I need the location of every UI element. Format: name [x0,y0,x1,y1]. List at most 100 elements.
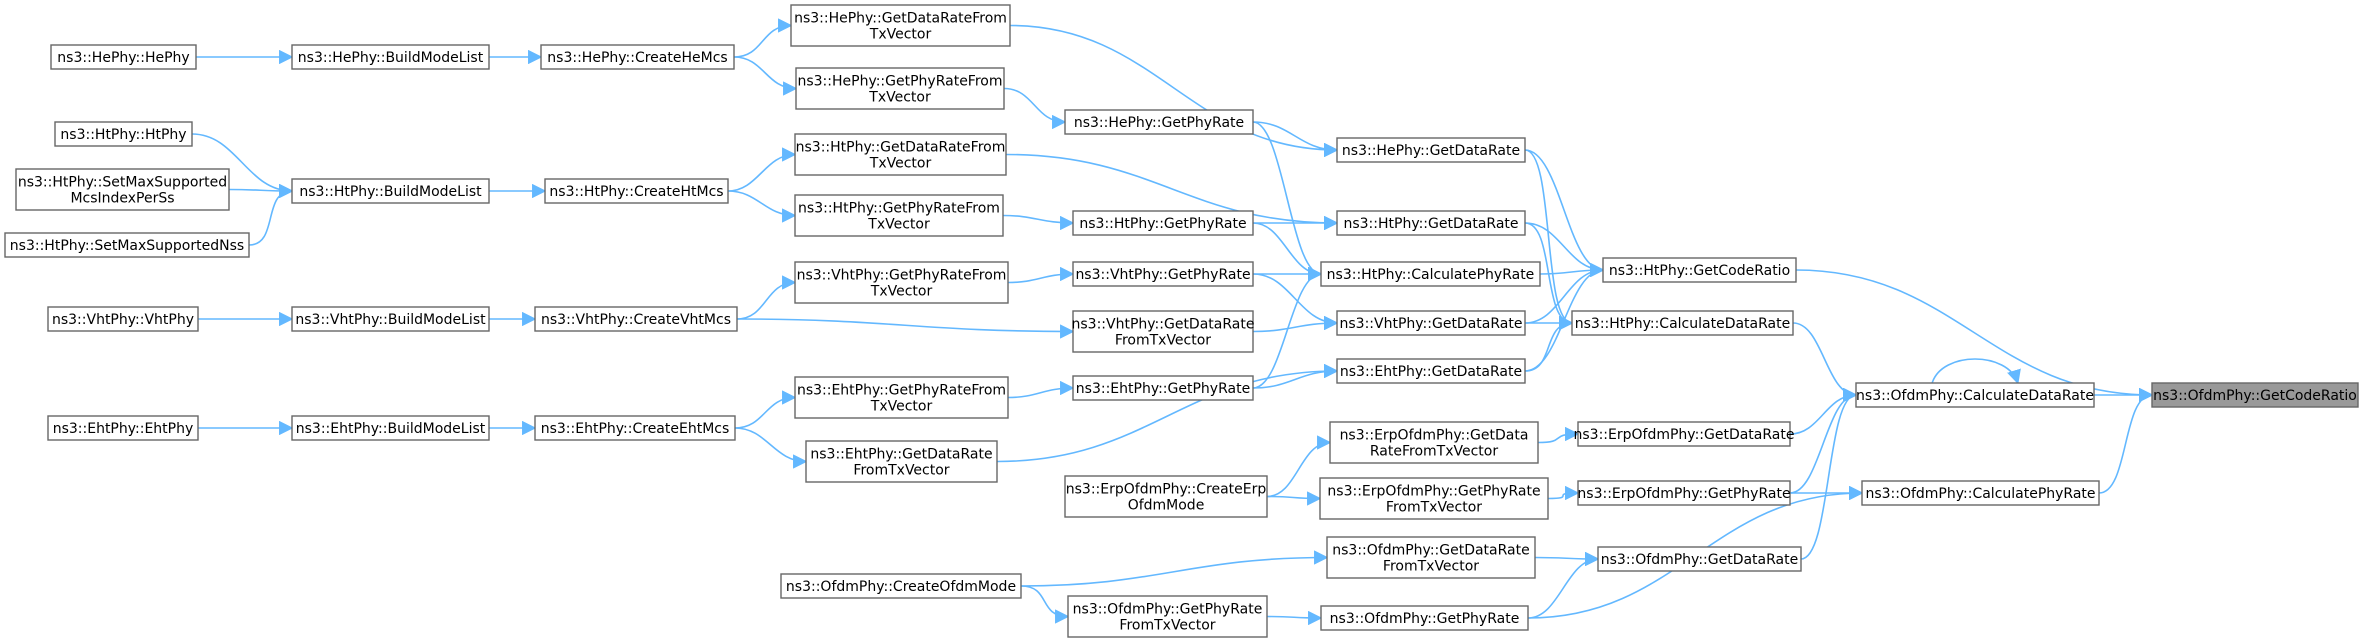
node-box [50,44,197,70]
node-ht-getphyrate[interactable]: ns3::HtPhy::GetPhyRate [1072,210,1254,236]
node-he-createhemcs[interactable]: ns3::HePhy::CreateHeMcs [540,44,735,70]
node-label: ns3::VhtPhy::CreateVhtMcs [541,312,731,328]
node-label: ns3::OfdmPhy::GetPhyRate [1330,611,1520,627]
edge-ofdm_calcphyrate-to-ofdm_getcoderatio [2098,387,2154,494]
node-label: ns3::HePhy::BuildModeList [298,50,484,66]
node-label: ns3::HePhy::GetDataRate [1342,143,1520,159]
edge-erp_createerpofdmmode-to-erp_getphyratefromtxvector [1266,491,1322,506]
node-box [1320,605,1529,631]
edge-ofdm_getdatarate-to-ofdm_calcdatarate [1800,387,1858,560]
edge-he_getdataratefromtxvector-to-he_getdatarate [1009,24,1339,158]
edge-eht_getdataratefromtxvector-to-eht_getdatarate [996,363,1339,463]
node-vht-buildmodelist[interactable]: ns3::VhtPhy::BuildModeList [291,306,490,332]
edge-ofdm_createofdmmode-to-ofdm_getphyratefromtxvector [1020,585,1070,624]
edge-ofdm_getphyrate-to-ofdm_getdatarate [1527,551,1600,619]
node-box [1072,310,1254,353]
node-label: ns3::VhtPhy::GetDataRate [1072,317,1255,333]
node-label: ns3::EhtPhy::EhtPhy [53,421,194,437]
node-label: ns3::OfdmPhy::GetPhyRate [1073,602,1263,618]
node-ofdm-getcoderatio[interactable]: ns3::OfdmPhy::GetCodeRatio [2151,382,2359,408]
node-eht-ehtphy[interactable]: ns3::EhtPhy::EhtPhy [47,415,199,441]
edge-ofdm_createofdmmode-to-ofdm_getdataratefromtxvector [1020,550,1329,587]
edge-ofdm_getdataratefromtxvector-to-ofdm_getdatarate [1534,551,1600,567]
node-eht-buildmodelist[interactable]: ns3::EhtPhy::BuildModeList [291,415,490,441]
node-he-getphyrate[interactable]: ns3::HePhy::GetPhyRate [1064,109,1254,135]
node-box [291,415,490,441]
edge-erp_getphyrate-to-ofdm_calcdatarate [1789,387,1858,494]
node-box [794,376,1009,419]
node-ht-htphy[interactable]: ns3::HtPhy::HtPhy [54,121,193,147]
node-box [1577,421,1791,447]
node-box [1597,546,1802,572]
node-box [1064,475,1268,518]
node-ofdm-calcdatarate[interactable]: ns3::OfdmPhy::CalculateDataRate [1855,382,2095,408]
node-erp-getdatarate[interactable]: ns3::ErpOfdmPhy::GetDataRate [1574,421,1795,447]
node-label: ns3::HtPhy::GetPhyRate [1079,216,1246,232]
node-ht-calcdatarate[interactable]: ns3::HtPhy::CalculateDataRate [1571,310,1794,336]
edge-ht_getphyratefromtxvector-to-ht_getphyrate [1002,214,1075,231]
node-ofdm-createofdmmode[interactable]: ns3::OfdmPhy::CreateOfdmMode [780,573,1022,599]
node-box [1855,382,2095,408]
node-box [794,194,1004,237]
node-ofdm-getphyrate[interactable]: ns3::OfdmPhy::GetPhyRate [1320,605,1529,631]
node-label: TxVector [869,27,932,43]
edge-he_createhemcs-to-he_getphyratefromtxvector [733,56,798,96]
node-label: ns3::HtPhy::GetCodeRatio [1609,263,1790,279]
node-label: ns3::HtPhy::HtPhy [60,127,186,143]
node-label: ns3::ErpOfdmPhy::GetDataRate [1574,427,1795,443]
node-eht-getphyrate[interactable]: ns3::EhtPhy::GetPhyRate [1072,375,1254,401]
edge-erp_getphyratefromtxvector-to-erp_getphyrate [1547,485,1580,501]
node-ht-buildmodelist[interactable]: ns3::HtPhy::BuildModeList [291,178,490,204]
node-box [1336,358,1526,384]
node-ht-createhtmcs[interactable]: ns3::HtPhy::CreateHtMcs [544,178,729,204]
node-box [1319,477,1549,520]
node-box [534,415,736,441]
node-ht-calcphyrate[interactable]: ns3::HtPhy::CalculatePhyRate [1320,261,1541,287]
node-label: ns3::EhtPhy::GetDataRate [1340,364,1522,380]
node-box [780,573,1022,599]
node-ofdm-calcphyrate[interactable]: ns3::OfdmPhy::CalculatePhyRate [1861,480,2100,506]
node-vht-createvhtmcs[interactable]: ns3::VhtPhy::CreateVhtMcs [534,306,738,332]
node-he-hephy[interactable]: ns3::HePhy::HePhy [50,44,197,70]
node-he-getdatarate[interactable]: ns3::HePhy::GetDataRate [1336,137,1526,163]
node-label: ns3::HePhy::HePhy [57,50,189,66]
node-ht-getdatarate[interactable]: ns3::HtPhy::GetDataRate [1336,210,1526,236]
edge-erp_getdatarate-to-ofdm_calcdatarate [1789,387,1858,435]
node-eht-createehtmcs[interactable]: ns3::EhtPhy::CreateEhtMcs [534,415,736,441]
edge-erp_getdataratefromtxvector-to-erp_getdatarate [1537,426,1580,444]
node-erp-getphyrate[interactable]: ns3::ErpOfdmPhy::GetPhyRate [1577,480,1791,506]
node-vht-getphyrate[interactable]: ns3::VhtPhy::GetPhyRate [1072,261,1254,287]
node-he-buildmodelist[interactable]: ns3::HePhy::BuildModeList [291,44,490,70]
node-box [291,44,490,70]
node-label: TxVector [868,90,931,106]
node-label: ns3::ErpOfdmPhy::GetPhyRate [1327,484,1540,500]
node-ofdm-getdatarate[interactable]: ns3::OfdmPhy::GetDataRate [1597,546,1802,572]
node-box [1072,261,1254,287]
node-ht-setmaxsupportednss[interactable]: ns3::HtPhy::SetMaxSupportedNss [4,232,250,258]
node-label: FromTxVector [1119,618,1215,634]
node-ht-getcoderatio[interactable]: ns3::HtPhy::GetCodeRatio [1602,257,1797,283]
node-vht-vhtphy[interactable]: ns3::VhtPhy::VhtPhy [47,306,199,332]
node-label: ns3::HtPhy::CreateHtMcs [549,184,723,200]
node-label: FromTxVector [1115,333,1211,349]
node-box [1072,210,1254,236]
node-eht-getdatarate[interactable]: ns3::EhtPhy::GetDataRate [1336,358,1526,384]
node-label: TxVector [870,399,933,415]
node-vht-getdatarate[interactable]: ns3::VhtPhy::GetDataRate [1336,310,1526,336]
edge-ht_calcdatarate-to-ofdm_calcdatarate [1792,322,1858,403]
node-box [291,178,490,204]
